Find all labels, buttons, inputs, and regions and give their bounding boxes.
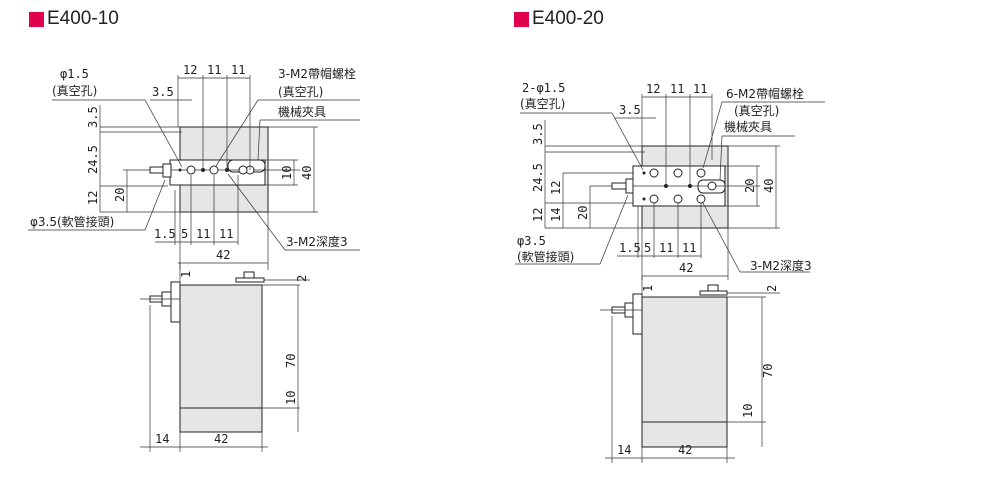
- dimension-label: 11: [659, 241, 673, 255]
- dimension-label: φ3.5(軟管接頭): [30, 214, 114, 229]
- dimension-label: 12: [646, 82, 660, 96]
- dimension-label: 3.5: [619, 103, 641, 117]
- dimension-label: (真空孔): [520, 97, 565, 111]
- dimension-label: 40: [762, 179, 776, 193]
- dimension-label: 11: [670, 82, 684, 96]
- dimension-label: 40: [300, 166, 314, 180]
- title-e400-20: E400-20: [514, 8, 604, 30]
- dimension-label: φ3.5: [517, 234, 546, 248]
- dimension-label: 14: [617, 443, 631, 457]
- dimension-label: 70: [761, 364, 775, 378]
- dimension-label: φ1.5: [60, 67, 89, 81]
- dimension-label: 70: [284, 354, 298, 368]
- dimension-label: 2: [295, 275, 309, 282]
- dimension-label: 11: [196, 227, 210, 241]
- title-marker: [29, 11, 44, 27]
- dimension-label: (真空孔): [734, 104, 779, 118]
- dimension-label: 機械夾具: [278, 104, 326, 119]
- dimension-label: 11: [219, 227, 233, 241]
- dimension-label: 20: [113, 188, 127, 202]
- dimension-label: 24.5: [86, 145, 100, 174]
- dimension-label: (真空孔): [52, 84, 97, 98]
- dimension-label: 3-M2帶帽螺栓: [278, 66, 356, 81]
- dimension-label: 3-M2深度3: [750, 258, 812, 273]
- dimension-label: 11: [682, 241, 696, 255]
- dimension-label: 5: [644, 241, 651, 255]
- dimension-label: 1.5: [619, 241, 641, 255]
- dimension-label: 1: [179, 271, 193, 278]
- dimension-label: 10: [741, 404, 755, 418]
- dimension-label: 42: [216, 248, 230, 262]
- dimension-label: 42: [214, 432, 228, 446]
- dimension-label: 3.5: [152, 85, 174, 99]
- dimension-label: 5: [181, 227, 188, 241]
- title-text: E400-20: [532, 8, 604, 29]
- dimension-label: 12: [531, 208, 545, 222]
- dimension-label: 機械夾具: [724, 119, 772, 134]
- dimension-label: 11: [693, 82, 707, 96]
- dimension-label: 10: [280, 166, 294, 180]
- title-marker: [514, 11, 529, 27]
- dimension-label: 2: [765, 285, 779, 292]
- dimension-label: 24.5: [531, 163, 545, 192]
- dimension-label: 11: [207, 63, 221, 77]
- dimension-label: 12: [86, 191, 100, 205]
- dimension-label: 3.5: [531, 123, 545, 145]
- e400-10-top-view: 12 11 11 3.5 3.5 24.5 12 20 10 40 1.5 5 11 11…: [28, 63, 360, 270]
- title-e400-10: E400-10: [29, 8, 119, 30]
- dimension-label: 12: [549, 181, 563, 195]
- dimension-label: 11: [231, 63, 245, 77]
- dimension-label: (軟管接頭): [517, 249, 574, 264]
- dimension-label: 20: [743, 179, 757, 193]
- dimension-label: 1: [641, 285, 655, 292]
- dimension-label: 6-M2帶帽螺栓: [726, 86, 804, 101]
- dimension-label: 2-φ1.5: [522, 81, 565, 95]
- dimension-label: 1.5: [154, 227, 176, 241]
- dimension-label: 20: [576, 206, 590, 220]
- dimension-label: 14: [549, 208, 563, 222]
- dimension-label: 14: [155, 432, 169, 446]
- e400-20-side-view: 1 2 70 10 14 42: [600, 276, 780, 463]
- dimension-label: 42: [679, 261, 693, 275]
- dimension-label: 3-M2深度3: [286, 234, 348, 249]
- e400-10-side-view: 1 2 70 10 14 42: [140, 262, 310, 452]
- dimension-label: 42: [678, 443, 692, 457]
- dimension-label: 10: [284, 391, 298, 405]
- e400-20-top-view: 12 11 11 3.5 3.5 24.5 12 12 14 20 20 40 1.…: [515, 81, 825, 280]
- dimension-label: (真空孔): [278, 85, 323, 99]
- dimension-label: 12: [183, 63, 197, 77]
- title-text: E400-10: [47, 8, 119, 29]
- dimension-label: 3.5: [86, 106, 100, 128]
